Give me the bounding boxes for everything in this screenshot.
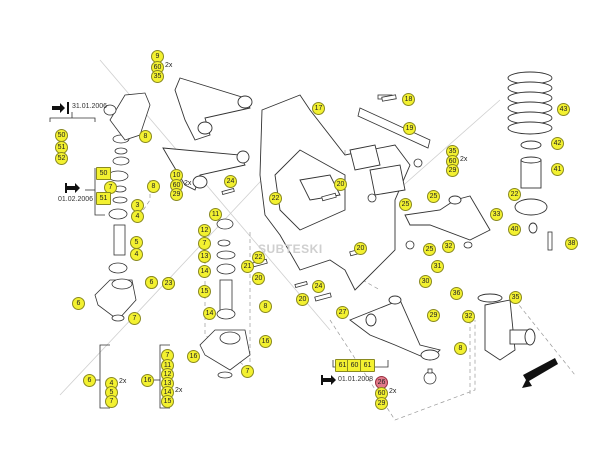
part-callout-20[interactable]: 20 xyxy=(296,293,309,306)
quantity-note: 2x xyxy=(184,180,192,187)
damper xyxy=(514,140,548,234)
date-arrows xyxy=(52,102,336,385)
part-callout-35[interactable]: 35 xyxy=(151,70,164,83)
part-callout-20[interactable]: 20 xyxy=(354,242,367,255)
part-callout-8[interactable]: 8 xyxy=(139,130,152,143)
part-callout-26[interactable]: 26 xyxy=(375,376,388,389)
part-callout-29[interactable]: 29 xyxy=(170,188,183,201)
bracket xyxy=(357,94,431,149)
part-callout-8[interactable]: 8 xyxy=(259,300,272,313)
part-callout-33[interactable]: 33 xyxy=(490,208,503,221)
part-callout-36[interactable]: 36 xyxy=(450,287,463,300)
part-callout-30[interactable]: 30 xyxy=(419,275,432,288)
part-callout-7[interactable]: 7 xyxy=(241,365,254,378)
part-callout-7[interactable]: 7 xyxy=(198,237,211,250)
part-callout-22[interactable]: 22 xyxy=(269,192,282,205)
date-note: 31.01.2006 xyxy=(72,103,108,110)
main-frame xyxy=(259,94,411,291)
part-callout-25[interactable]: 25 xyxy=(399,198,412,211)
date-note: 01.02.2006 xyxy=(58,196,94,203)
group-brackets xyxy=(49,112,389,409)
part-callout-23[interactable]: 23 xyxy=(162,277,175,290)
part-callout-29[interactable]: 29 xyxy=(375,397,388,410)
quantity-note: 2x xyxy=(119,378,127,385)
part-callout-14[interactable]: 14 xyxy=(198,265,211,278)
part-callout-43[interactable]: 43 xyxy=(557,103,570,116)
part-callout-38[interactable]: 38 xyxy=(565,237,578,250)
part-callout-61[interactable]: 61 xyxy=(360,359,375,372)
part-callout-60[interactable]: 60 xyxy=(347,359,362,372)
part-callout-16[interactable]: 16 xyxy=(187,350,200,363)
part-callout-40[interactable]: 40 xyxy=(508,223,521,236)
quantity-note: 2x xyxy=(165,62,173,69)
part-callout-50[interactable]: 50 xyxy=(96,167,111,180)
part-callout-15[interactable]: 15 xyxy=(161,395,174,408)
part-callout-6[interactable]: 6 xyxy=(145,276,158,289)
part-callout-29[interactable]: 29 xyxy=(427,309,440,322)
lower-a-arm xyxy=(349,295,441,361)
part-callout-6[interactable]: 6 xyxy=(83,374,96,387)
part-callout-32[interactable]: 32 xyxy=(462,310,475,323)
part-callout-27[interactable]: 27 xyxy=(336,306,349,319)
part-callout-31[interactable]: 31 xyxy=(431,260,444,273)
part-callout-42[interactable]: 42 xyxy=(551,137,564,150)
part-callout-15[interactable]: 15 xyxy=(198,285,211,298)
right-a-arm xyxy=(404,195,491,241)
part-callout-18[interactable]: 18 xyxy=(402,93,415,106)
part-callout-7[interactable]: 7 xyxy=(128,312,141,325)
watermark: SUBTESKI xyxy=(258,242,323,256)
part-callout-19[interactable]: 19 xyxy=(403,122,416,135)
part-callout-6[interactable]: 6 xyxy=(72,297,85,310)
part-callout-5[interactable]: 5 xyxy=(130,236,143,249)
quantity-note: 2x xyxy=(389,388,397,395)
part-callout-29[interactable]: 29 xyxy=(446,164,459,177)
part-callout-7[interactable]: 7 xyxy=(105,395,118,408)
left-a-arm xyxy=(162,147,250,191)
part-callout-16[interactable]: 16 xyxy=(259,335,272,348)
part-callout-35[interactable]: 35 xyxy=(509,291,522,304)
part-callout-12[interactable]: 12 xyxy=(198,224,211,237)
part-callout-8[interactable]: 8 xyxy=(147,180,160,193)
part-callout-25[interactable]: 25 xyxy=(427,190,440,203)
part-callout-14[interactable]: 14 xyxy=(203,307,216,320)
part-callout-20[interactable]: 20 xyxy=(252,272,265,285)
quantity-note: 2x xyxy=(460,156,468,163)
part-callout-32[interactable]: 32 xyxy=(442,240,455,253)
upper-a-arm xyxy=(174,77,253,141)
part-callout-51[interactable]: 51 xyxy=(96,192,111,205)
steering-knuckle xyxy=(477,293,536,361)
part-callout-41[interactable]: 41 xyxy=(551,163,564,176)
part-callout-16[interactable]: 16 xyxy=(141,374,154,387)
part-callout-17[interactable]: 17 xyxy=(312,102,325,115)
part-callout-8[interactable]: 8 xyxy=(454,342,467,355)
left-kingpin xyxy=(94,134,137,322)
part-callout-24[interactable]: 24 xyxy=(224,175,237,188)
part-callout-13[interactable]: 13 xyxy=(198,250,211,263)
coil-spring xyxy=(507,71,553,135)
part-callout-4[interactable]: 4 xyxy=(131,210,144,223)
part-callout-20[interactable]: 20 xyxy=(334,178,347,191)
part-callout-11[interactable]: 11 xyxy=(209,208,222,221)
part-callout-51[interactable]: 51 xyxy=(55,141,68,154)
part-callout-22[interactable]: 22 xyxy=(508,188,521,201)
quantity-note: 2x xyxy=(175,387,183,394)
date-note: 01.01.2008 xyxy=(338,376,374,383)
part-callout-21[interactable]: 21 xyxy=(241,260,254,273)
center-kingpin xyxy=(199,218,251,379)
part-callout-22[interactable]: 22 xyxy=(252,251,265,264)
part-callout-25[interactable]: 25 xyxy=(423,243,436,256)
part-callout-4[interactable]: 4 xyxy=(130,248,143,261)
direction-arrow-icon xyxy=(522,358,558,388)
ball-joint xyxy=(423,368,437,385)
part-callout-24[interactable]: 24 xyxy=(312,280,325,293)
part-callout-52[interactable]: 52 xyxy=(55,152,68,165)
